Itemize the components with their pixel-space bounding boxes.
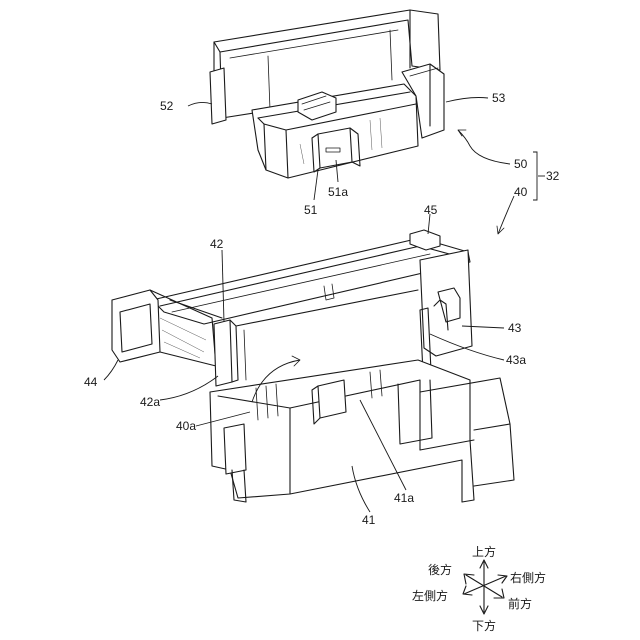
direction-indicator: 上方 下方 後方 前方 左側方 右側方 bbox=[412, 544, 546, 633]
label-42: 42 bbox=[210, 237, 224, 251]
label-45: 45 bbox=[424, 203, 438, 217]
label-52: 52 bbox=[160, 99, 174, 113]
label-43a: 43a bbox=[506, 353, 526, 367]
label-40: 40 bbox=[514, 185, 528, 199]
label-40a: 40a bbox=[176, 419, 196, 433]
direction-rear-label: 後方 bbox=[428, 562, 452, 577]
label-32: 32 bbox=[546, 169, 560, 183]
direction-left-label: 左側方 bbox=[412, 588, 448, 603]
label-42a: 42a bbox=[140, 395, 160, 409]
label-41: 41 bbox=[362, 513, 376, 527]
direction-right-label: 右側方 bbox=[510, 570, 546, 585]
label-44: 44 bbox=[84, 375, 98, 389]
direction-front-label: 前方 bbox=[508, 596, 532, 611]
label-53: 53 bbox=[492, 91, 506, 105]
label-41a: 41a bbox=[394, 491, 414, 505]
case-part-40 bbox=[112, 230, 514, 502]
label-51: 51 bbox=[304, 203, 318, 217]
label-43: 43 bbox=[508, 321, 522, 335]
cover-part-50 bbox=[210, 10, 444, 178]
left-right-axis bbox=[464, 576, 506, 594]
label-51a: 51a bbox=[328, 185, 348, 199]
direction-up-label: 上方 bbox=[472, 544, 496, 559]
direction-down-label: 下方 bbox=[472, 618, 496, 633]
label-50: 50 bbox=[514, 157, 528, 171]
